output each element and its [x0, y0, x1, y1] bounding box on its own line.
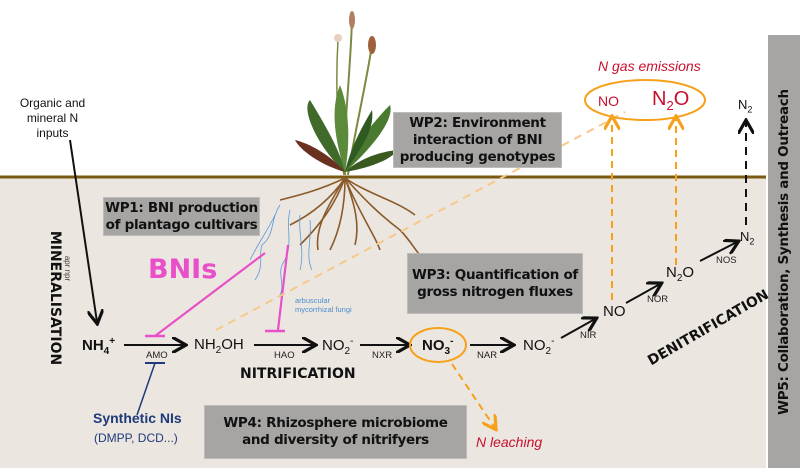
enzyme-nor: NOR: [647, 294, 669, 305]
plantago-plant-illustration: [295, 11, 398, 176]
inputs-label: Organic and mineral N inputs: [19, 96, 86, 140]
gas-n2o: N2O: [652, 88, 690, 113]
roots-illustration: [279, 177, 421, 256]
bnis-label: BNIs: [148, 254, 218, 285]
nor-arrow: [625, 284, 660, 304]
synthetic-nis-examples: (DMPP, DCD...): [94, 431, 178, 445]
enzyme-nxr: NXR: [372, 350, 393, 361]
wp2-link-dashed: [215, 111, 626, 331]
compound-no3: NO3-: [422, 336, 454, 357]
compound-no2-denitrification: NO2-: [523, 336, 555, 357]
synthetic-inhibition-amo: [136, 362, 156, 416]
compound-nh2oh: NH2OH: [194, 336, 244, 356]
gas-emissions-label: N gas emissions: [598, 58, 701, 74]
compound-n2-air: N2: [738, 97, 753, 115]
nir-arrow: [560, 319, 595, 339]
mycorrhizal-fungi-hyphae: [249, 204, 313, 296]
leaching-arrow: [451, 363, 495, 428]
enzyme-amo: AMO: [146, 350, 168, 361]
bni-inhibition-hao: [276, 244, 290, 331]
enzyme-nar: NAR: [477, 350, 498, 361]
nos-arrow: [699, 242, 737, 262]
synthetic-nis-label: Synthetic NIs: [93, 410, 182, 426]
enzyme-nir: NIR: [580, 330, 597, 341]
bni-inhibition-amo: [154, 252, 266, 337]
enzyme-hao: HAO: [274, 350, 295, 361]
no3-highlight: [409, 327, 467, 363]
compound-no2-nitrification: NO2-: [322, 336, 354, 357]
enzyme-nos: NOS: [716, 255, 737, 266]
wp5-bar: [768, 35, 800, 468]
nitrification-label: NITRIFICATION: [240, 366, 356, 382]
inputs-arrow: [69, 139, 97, 322]
gas-emissions-ellipse: [584, 79, 706, 121]
compound-n2-soil: N2: [740, 229, 755, 247]
mineralisation-small-label: apr npr: [63, 255, 73, 282]
compound-no: NO: [603, 303, 626, 320]
leaching-label: N leaching: [476, 434, 543, 450]
wp5-label: WP5: Collaboration, Synthesis and Outrea…: [776, 89, 792, 415]
compound-n2o: N2O: [666, 264, 695, 284]
mineralisation-label: MINERALISATION: [47, 230, 64, 366]
gas-no: NO: [598, 93, 619, 109]
compound-nh4: NH4+: [82, 336, 116, 357]
fungi-label: arbuscular mycorrhizal fungi: [295, 296, 352, 314]
